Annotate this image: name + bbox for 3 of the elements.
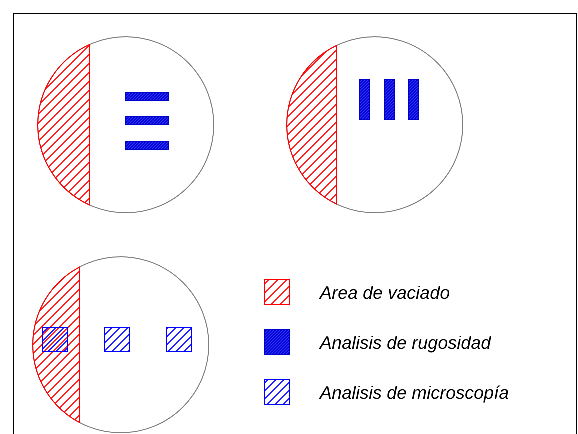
legend-label: Analisis de rugosidad xyxy=(320,332,492,354)
legend-label: Analisis de microscopía xyxy=(320,382,510,404)
legend-label: Area de vaciado xyxy=(320,282,450,304)
